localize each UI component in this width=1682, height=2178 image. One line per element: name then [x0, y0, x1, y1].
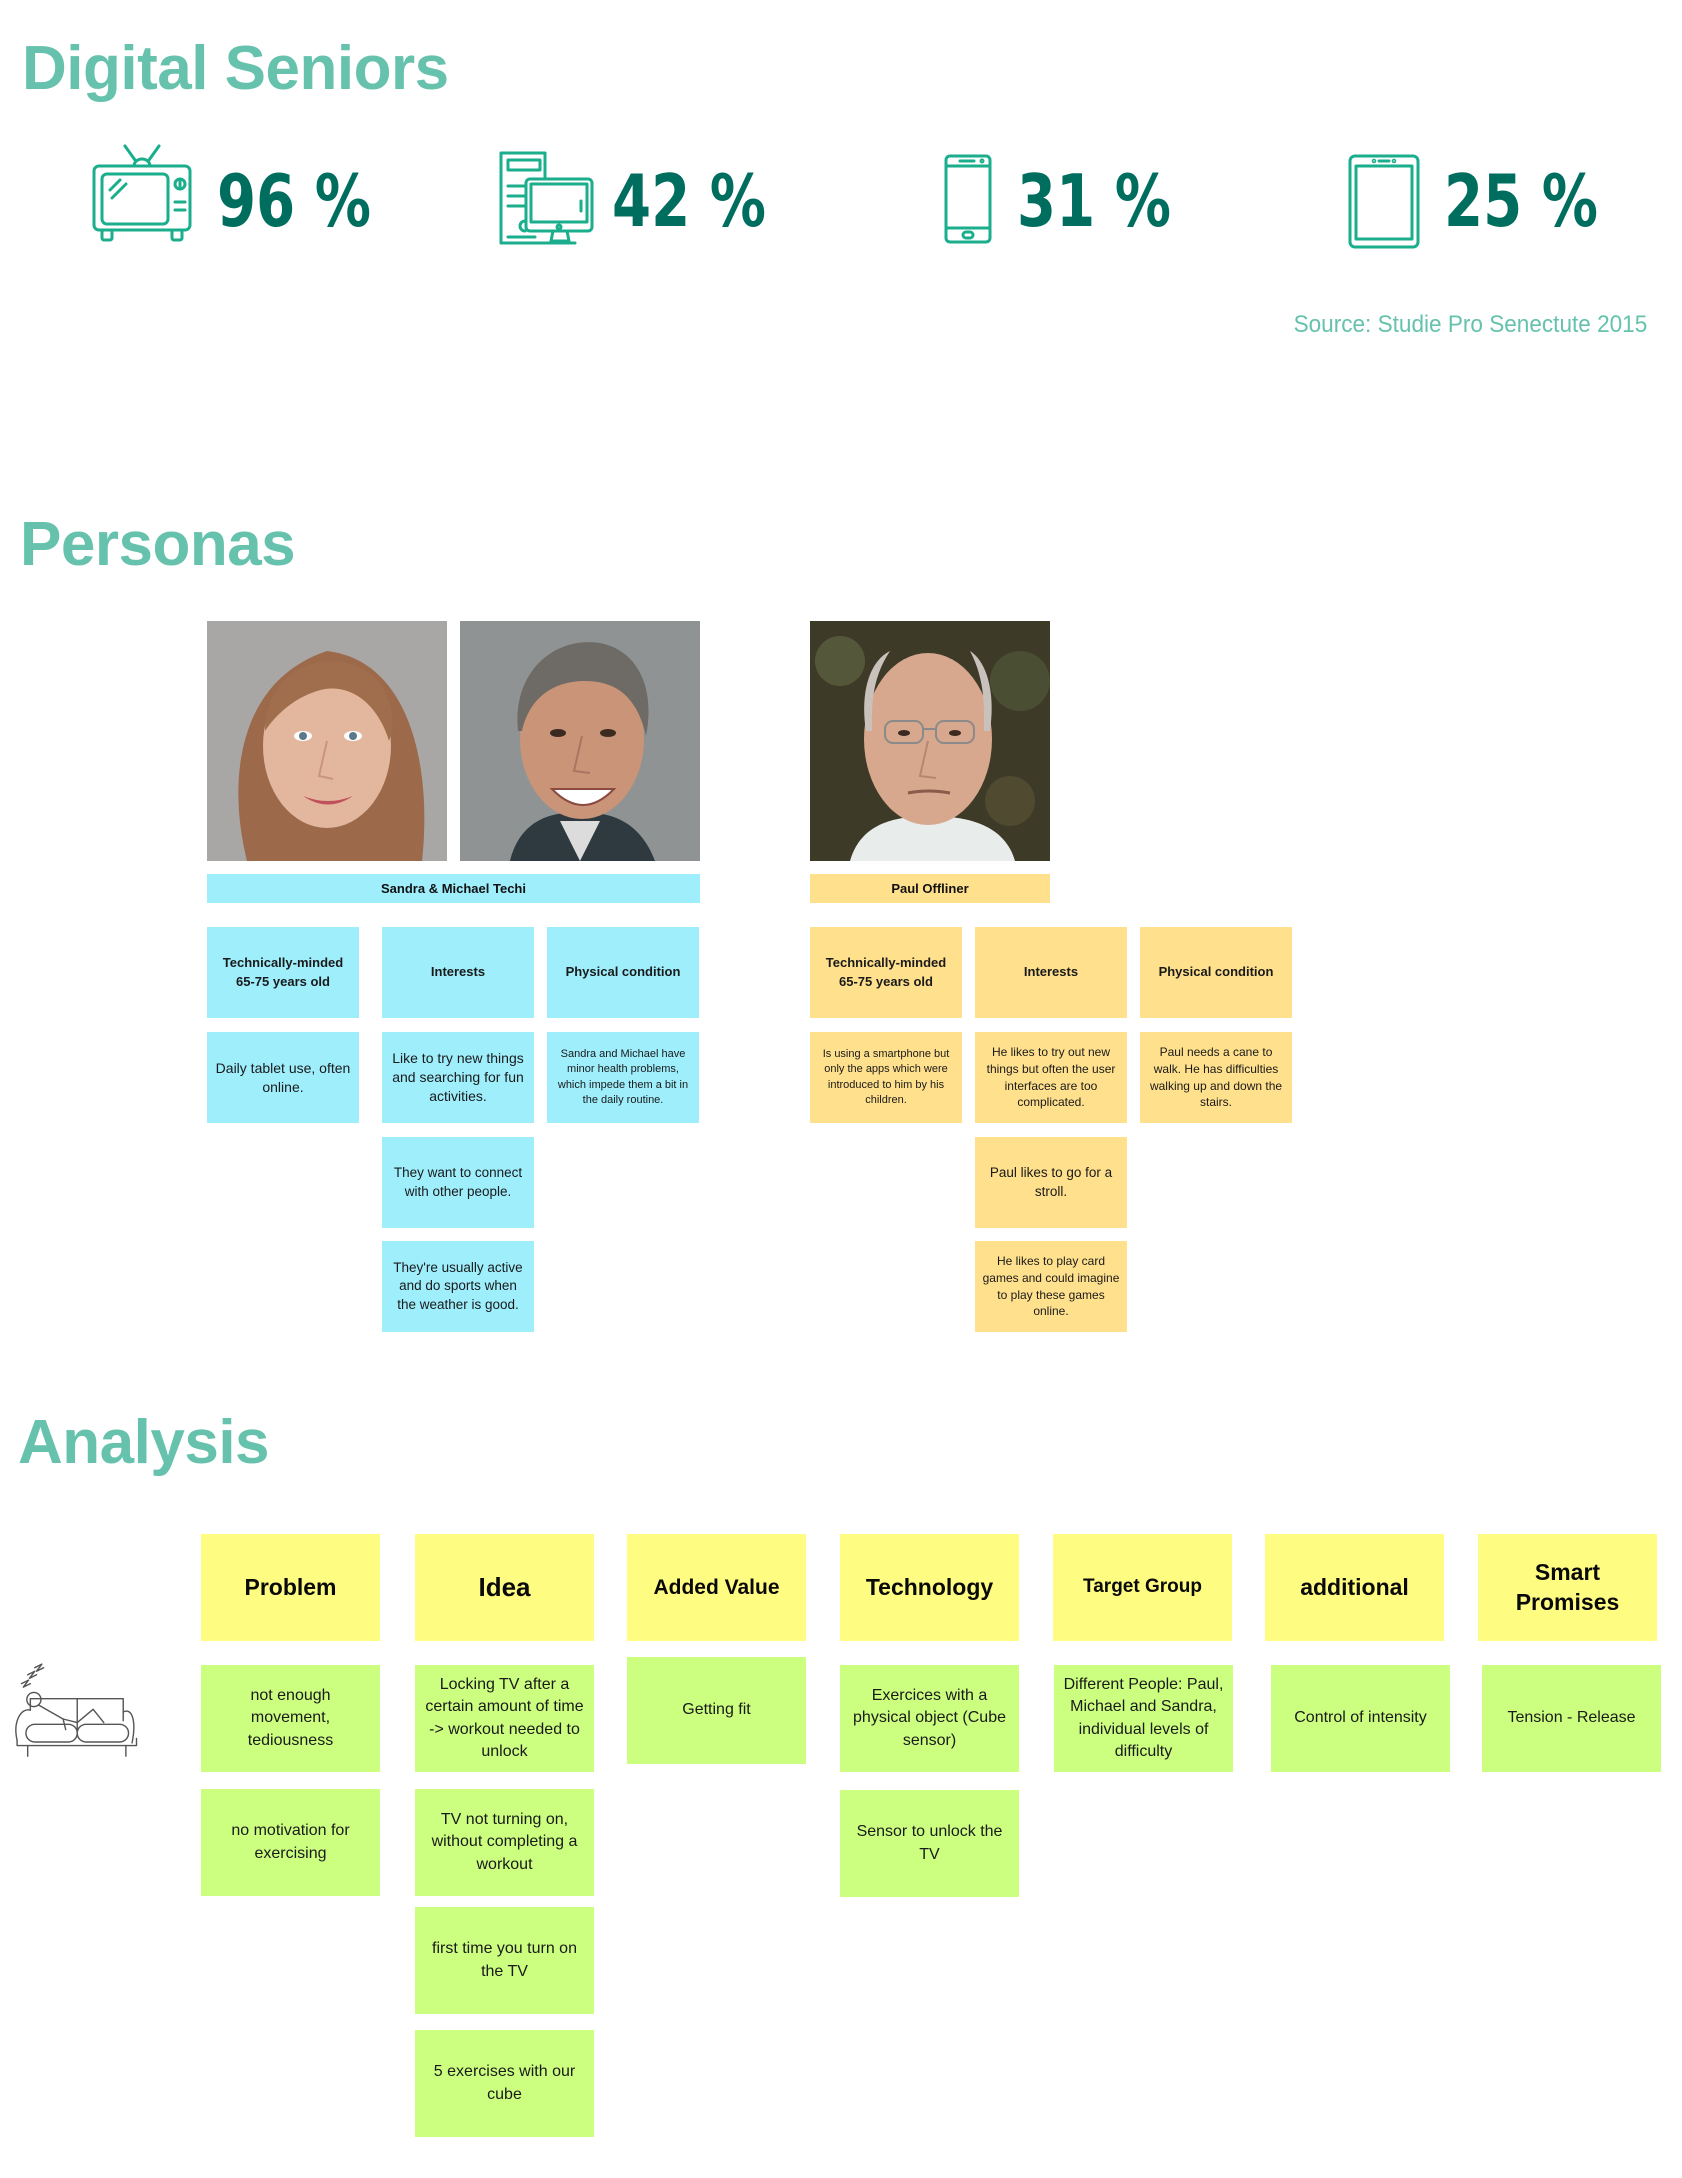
smartphone-icon [944, 154, 992, 244]
persona-note: Is using a smartphone but only the apps … [810, 1032, 962, 1123]
persona-note: Sandra and Michael have minor health pro… [547, 1032, 699, 1123]
paul-photo [810, 621, 1050, 861]
analysis-header-additional: additional [1265, 1534, 1444, 1641]
persona-note: They're usually active and do sports whe… [382, 1241, 534, 1332]
analysis-note: Different People: Paul, Michael and Sand… [1054, 1665, 1233, 1772]
tablet-icon [1348, 154, 1420, 249]
tv-icon [92, 144, 192, 244]
analysis-note: Locking TV after a certain amount of tim… [415, 1665, 594, 1772]
persona-name-paul: Paul Offliner [810, 874, 1050, 903]
persona-header-tech: Technically-minded 65-75 years old [810, 927, 962, 1018]
persona-header-interests: Interests [382, 927, 534, 1018]
persona-header-physical: Physical condition [1140, 927, 1292, 1018]
analysis-note: Exercices with a physical object (Cube s… [840, 1665, 1019, 1772]
persona-header-interests: Interests [975, 927, 1127, 1018]
analysis-header-added-value: Added Value [627, 1534, 806, 1641]
analysis-note: Tension - Release [1482, 1665, 1661, 1772]
analysis-header-technology: Technology [840, 1534, 1019, 1641]
persona-note: They want to connect with other people. [382, 1137, 534, 1228]
analysis-note: Sensor to unlock the TV [840, 1790, 1019, 1897]
persona-note: Paul likes to go for a stroll. [975, 1137, 1127, 1228]
sandra-photo [207, 621, 447, 861]
persona-note: Like to try new things and searching for… [382, 1032, 534, 1123]
persona-name-sandra-michael: Sandra & Michael Techi [207, 874, 700, 903]
digital-seniors-title: Digital Seniors [22, 34, 449, 103]
analysis-note: no motivation for exercising [201, 1789, 380, 1896]
analysis-header-target-group: Target Group [1053, 1534, 1232, 1641]
computer-stat-value: 42 % [612, 159, 766, 243]
source-citation: Source: Studie Pro Senectute 2015 [1293, 311, 1647, 338]
persona-note: Daily tablet use, often online. [207, 1032, 359, 1123]
persona-note: Paul needs a cane to walk. He has diffic… [1140, 1032, 1292, 1123]
michael-photo [460, 621, 700, 861]
persona-header-physical: Physical condition [547, 927, 699, 1018]
analysis-title: Analysis [18, 1408, 270, 1477]
persona-header-tech: Technically-minded 65-75 years old [207, 927, 359, 1018]
smartphone-stat-value: 31 % [1017, 159, 1171, 243]
analysis-note: first time you turn on the TV [415, 1907, 594, 2014]
analysis-note: TV not turning on, without completing a … [415, 1789, 594, 1896]
analysis-note: Control of intensity [1271, 1665, 1450, 1772]
analysis-note: not enough movement, tediousness [201, 1665, 380, 1772]
analysis-header-problem: Problem [201, 1534, 380, 1641]
analysis-header-smart-promises: Smart Promises [1478, 1534, 1657, 1641]
computer-icon [499, 151, 594, 245]
persona-note: He likes to play card games and could im… [975, 1241, 1127, 1332]
tv-stat-value: 96 % [217, 159, 371, 243]
personas-title: Personas [20, 510, 296, 579]
analysis-header-idea: Idea [415, 1534, 594, 1641]
sleeping-on-sofa-icon [8, 1650, 150, 1765]
analysis-note: 5 exercises with our cube [415, 2030, 594, 2137]
tablet-stat-value: 25 % [1444, 159, 1598, 243]
persona-note: He likes to try out new things but often… [975, 1032, 1127, 1123]
analysis-note: Getting fit [627, 1657, 806, 1764]
